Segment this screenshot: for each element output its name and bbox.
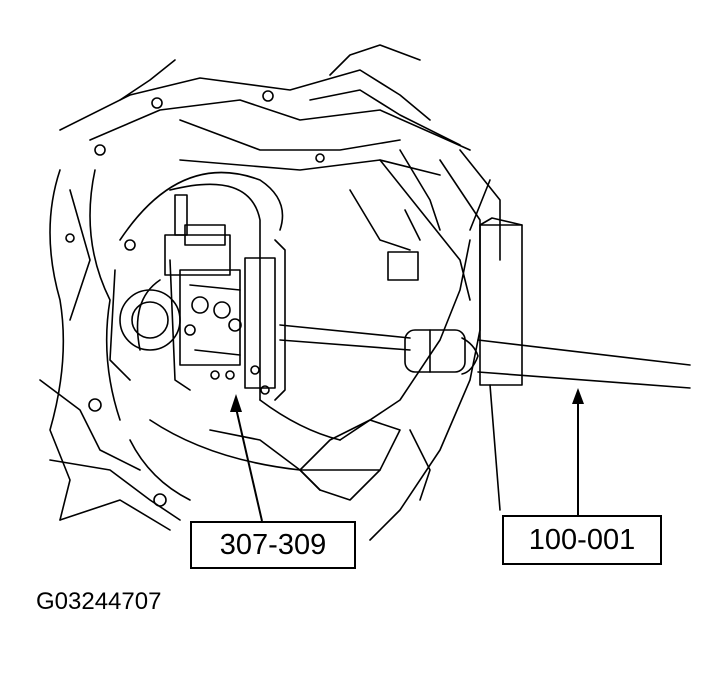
engine-housing-lines bbox=[39, 44, 691, 541]
leader-lines bbox=[235, 400, 579, 522]
tool-callout-307-309: 307-309 bbox=[190, 521, 356, 569]
figure-identifier: G03244707 bbox=[36, 588, 162, 615]
leader-arrowheads bbox=[230, 388, 584, 412]
tool-callout-100-001: 100-001 bbox=[502, 515, 662, 565]
